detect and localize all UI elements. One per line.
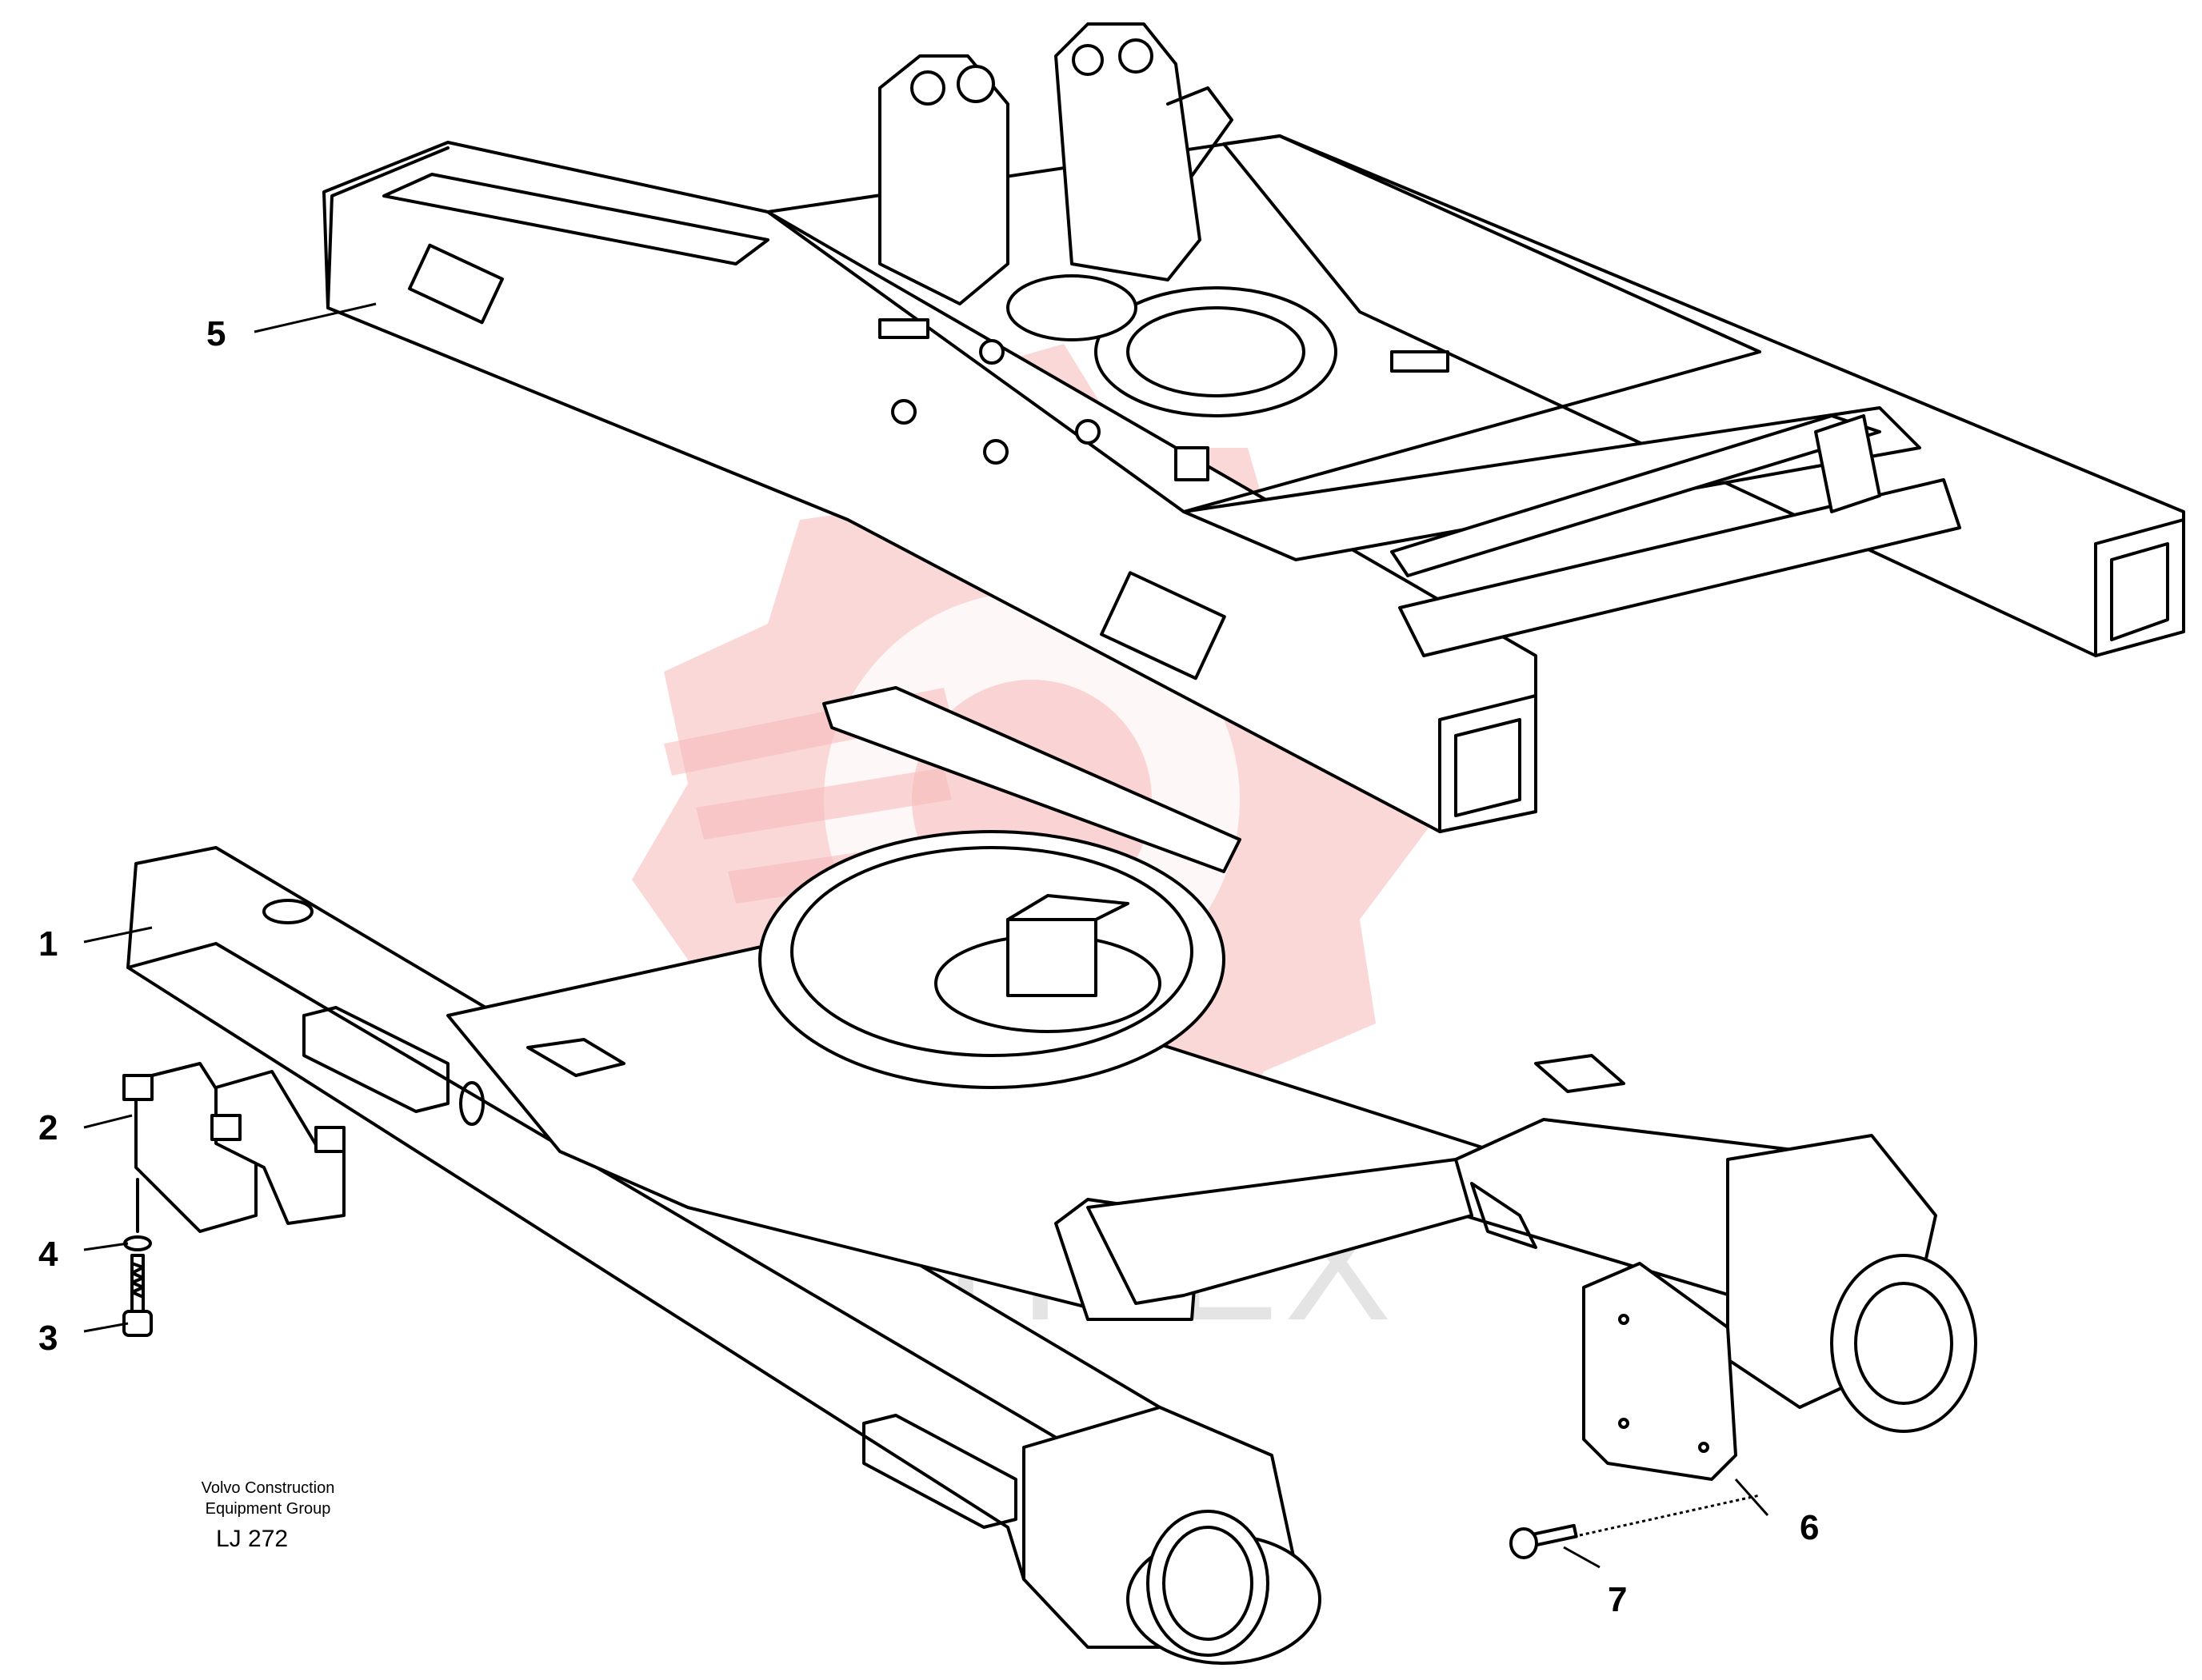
leader-line-4 (83, 1242, 129, 1251)
callout-5: 5 (206, 314, 226, 353)
leader-line-6 (1734, 1478, 1769, 1516)
callout-4: 4 (38, 1235, 58, 1274)
bolt-part-7 (1509, 1523, 1578, 1559)
caption-company-line2: Equipment Group (205, 1500, 331, 1518)
leader-line-1 (83, 926, 153, 944)
upper-frame-part-5 (322, 22, 2185, 833)
callout-6: 6 (1800, 1508, 1819, 1547)
callout-1: 1 (38, 924, 58, 964)
washer-part-4 (123, 1178, 152, 1251)
leader-line-7b (1579, 1494, 1760, 1537)
caption-company-line1: Volvo Construction (201, 1479, 335, 1497)
leader-line-2 (83, 1114, 133, 1129)
caption-drawing-code: LJ 272 (216, 1526, 289, 1552)
caption-company: Volvo Construction Equipment Group (144, 1478, 392, 1519)
leader-line-7 (1563, 1546, 1601, 1569)
callout-3: 3 (38, 1319, 58, 1358)
leader-line-5 (254, 302, 377, 333)
callout-7: 7 (1608, 1580, 1627, 1619)
cover-plate-part-6 (1582, 1262, 1737, 1481)
callout-2: 2 (38, 1108, 58, 1147)
leader-line-3 (83, 1322, 129, 1333)
screw-part-3 (122, 1254, 153, 1337)
bracket-part-2 (122, 1062, 346, 1233)
lower-frame-part-1 (126, 686, 1977, 1665)
